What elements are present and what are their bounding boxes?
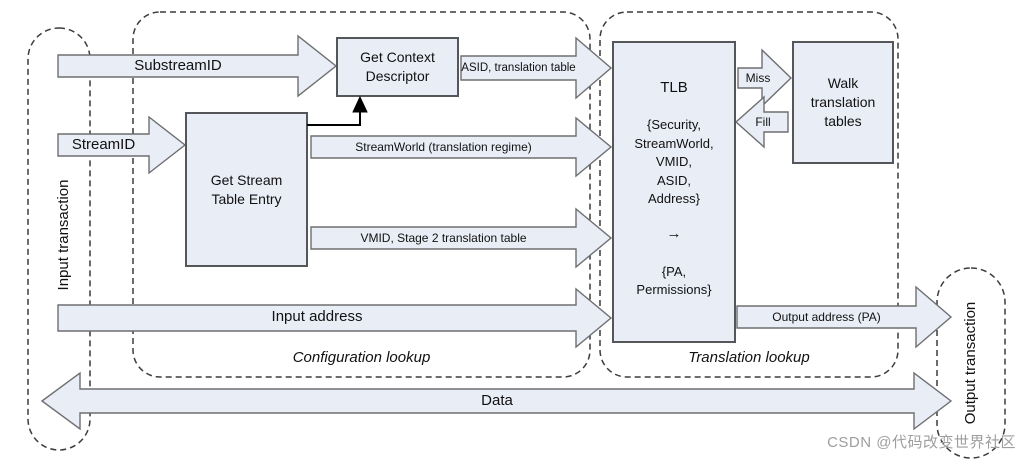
walk-translation-tables-label: Walk translation tables xyxy=(810,75,876,129)
translation-lookup-region-outline xyxy=(599,11,899,378)
streamworld-label: StreamWorld (translation regime) xyxy=(355,140,532,154)
output-address-arrow xyxy=(736,285,953,349)
tlb-title: TLB xyxy=(660,79,688,96)
output-transaction-region-outline xyxy=(936,267,1006,459)
fill-label: Fill xyxy=(755,115,771,129)
asid-translation-table-label: ASID, translation table xyxy=(461,62,576,74)
get-stream-table-entry-label: Get Stream Table Entry xyxy=(210,171,283,207)
vmid-stage2-label: VMID, Stage 2 translation table xyxy=(360,231,527,245)
output-transaction-label: Output transaction xyxy=(962,301,979,425)
tlb-result: {PA, Permissions} xyxy=(636,263,712,298)
tlb-lookup-key: {Security, StreamWorld, VMID, ASID, Addr… xyxy=(634,117,714,206)
streamworld-arrow xyxy=(310,116,613,178)
substream-id-label: SubstreamID xyxy=(134,57,222,74)
fill-arrow xyxy=(734,95,789,149)
tlb-content: TLB {Security, StreamWorld, VMID, ASID, … xyxy=(613,42,735,342)
configuration-lookup-label: Configuration lookup xyxy=(292,349,431,366)
input-address-label: Input address xyxy=(271,308,363,325)
data-label: Data xyxy=(481,392,513,409)
get-stream-table-entry-box xyxy=(185,112,308,267)
translation-lookup-label: Translation lookup xyxy=(688,349,810,366)
tlb-box xyxy=(612,41,736,343)
substream-id-arrow xyxy=(57,34,338,98)
miss-arrow xyxy=(737,48,793,108)
walk-translation-tables-box xyxy=(792,41,894,164)
data-arrow xyxy=(40,371,953,431)
csdn-watermark: CSDN @代码改变世界社区 xyxy=(827,434,1016,451)
stream-to-context-arrowhead-icon xyxy=(352,95,368,113)
asid-translation-table-arrow xyxy=(460,36,613,100)
stream-id-arrow xyxy=(57,115,187,175)
input-transaction-label: Input transaction xyxy=(55,179,72,291)
stream-id-label: StreamID xyxy=(71,136,136,153)
miss-label: Miss xyxy=(745,71,771,85)
configuration-lookup-region-outline xyxy=(132,11,591,378)
get-context-descriptor-label: Get Context Descriptor xyxy=(360,49,435,84)
get-context-descriptor-box xyxy=(336,37,459,97)
output-address-label: Output address (PA) xyxy=(772,310,881,324)
vmid-stage2-arrow xyxy=(310,207,613,269)
input-address-arrow xyxy=(57,287,613,349)
maps-to-arrow-icon: → xyxy=(666,224,682,242)
input-transaction-region-outline xyxy=(27,27,91,451)
stream-to-context-connector-line xyxy=(307,111,361,126)
